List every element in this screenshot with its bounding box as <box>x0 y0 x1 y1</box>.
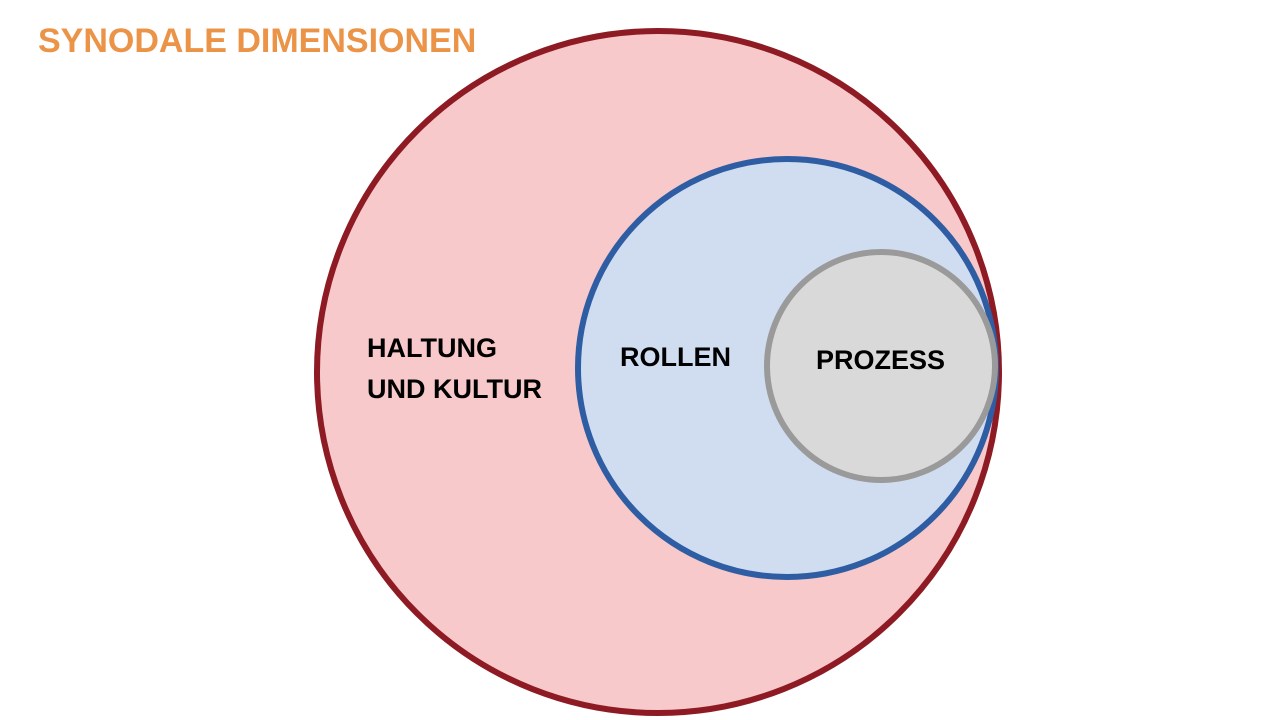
outer-label: HALTUNG UND KULTUR <box>367 328 542 410</box>
inner-label: PROZESS <box>816 345 946 375</box>
outer-label-line1: HALTUNG <box>367 333 497 363</box>
outer-label-line2: UND KULTUR <box>367 374 542 404</box>
middle-label: ROLLEN <box>620 342 731 372</box>
slide-title: SYNODALE DIMENSIONEN <box>38 22 477 60</box>
inner-circle-prozess <box>764 249 998 483</box>
